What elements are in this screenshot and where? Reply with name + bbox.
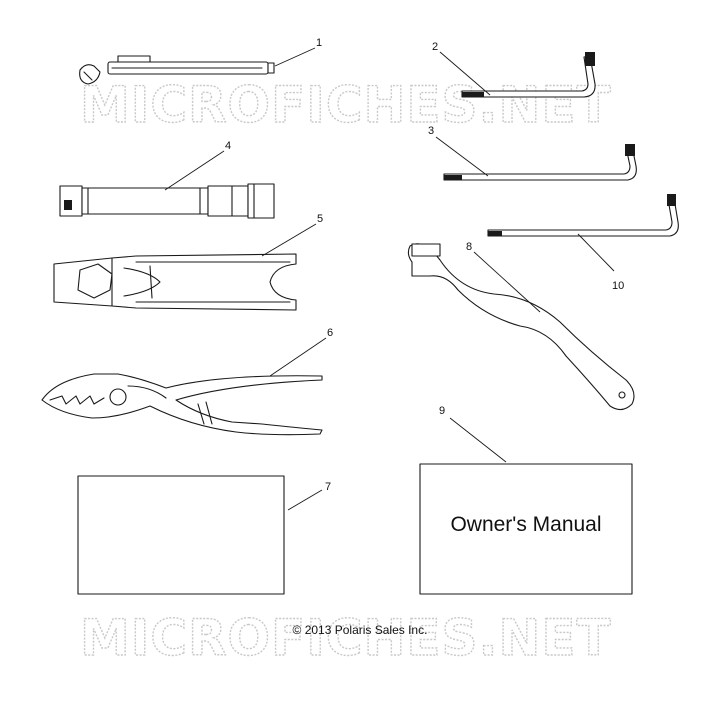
watermark-top: MICROFICHES.NET xyxy=(80,76,612,134)
leader-1 xyxy=(274,47,316,67)
part-6-pliers xyxy=(41,373,323,436)
leader-2 xyxy=(439,51,491,96)
part-8-spanner-wrench xyxy=(407,243,635,411)
callout-10: 10 xyxy=(612,280,624,292)
callout-4: 4 xyxy=(225,140,231,152)
manual-label: Owner's Manual xyxy=(450,513,601,536)
part-9-owners-manual xyxy=(419,463,633,595)
callout-5: 5 xyxy=(317,213,323,225)
callout-1: 1 xyxy=(316,37,322,49)
callout-6: 6 xyxy=(327,327,333,339)
leader-3 xyxy=(435,136,489,177)
leader-5 xyxy=(261,223,317,257)
callout-3: 3 xyxy=(428,125,434,137)
part-5-wrench xyxy=(53,253,297,311)
part-1-screwdriver xyxy=(79,55,275,85)
watermark-bottom: MICROFICHES.NET xyxy=(80,609,612,667)
part-10-hex-key xyxy=(487,194,679,237)
leader-10 xyxy=(577,233,615,272)
part-7-card xyxy=(77,475,285,595)
callout-2: 2 xyxy=(432,41,438,53)
part-3-hex-key xyxy=(443,144,637,181)
callout-9: 9 xyxy=(439,405,445,417)
part-4-socket xyxy=(59,183,275,219)
leader-6 xyxy=(269,337,327,377)
leader-9 xyxy=(449,417,507,463)
callout-7: 7 xyxy=(325,481,331,493)
leader-7 xyxy=(287,489,323,511)
part-2-hex-key xyxy=(461,52,596,98)
callout-8: 8 xyxy=(466,241,472,253)
copyright-text: © 2013 Polaris Sales Inc. xyxy=(293,623,428,637)
leader-4 xyxy=(164,150,225,191)
leader-8 xyxy=(473,251,541,313)
